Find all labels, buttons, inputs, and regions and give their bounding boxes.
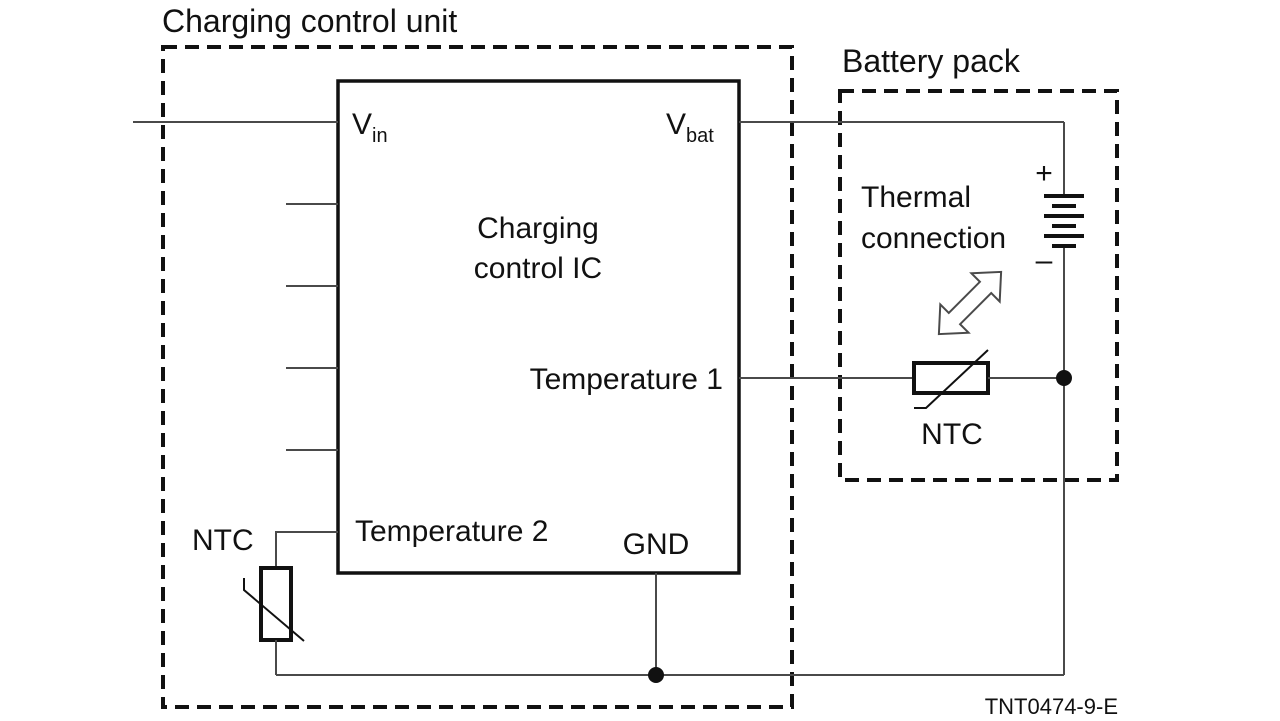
ic-label-line1: Charging [477, 212, 599, 245]
thermal-connection-line1: Thermal [861, 181, 971, 214]
ntc-thermistor-unit-icon [243, 566, 305, 642]
battery-symbol [1044, 194, 1084, 248]
vin-label-sub: in [372, 125, 388, 147]
battery-pack-boundary [838, 89, 1119, 482]
temperature2-wire [275, 531, 338, 568]
gnd-label: GND [623, 528, 690, 561]
junction-dot [648, 667, 664, 683]
vbat-label: Vbat [666, 108, 714, 147]
thermal-connection-line2: connection [861, 222, 1006, 255]
junction-dot [1056, 370, 1072, 386]
battery-minus-sign: – [1036, 244, 1053, 277]
temperature1-label: Temperature 1 [530, 363, 723, 396]
vbat-label-main: V [666, 108, 686, 141]
battery-plus-sign: + [1035, 157, 1053, 190]
vbat-label-sub: bat [686, 125, 714, 147]
charging-control-unit-boundary [161, 45, 794, 709]
ic-label-line2: control IC [474, 252, 602, 285]
ntc-pack-label: NTC [921, 418, 983, 451]
battery-pack-label: Battery pack [842, 43, 1021, 79]
charging-control-unit-label: Charging control unit [162, 3, 457, 39]
ntc-unit-label: NTC [192, 524, 254, 557]
ntc-thermistor-pack-icon [912, 349, 990, 409]
vin-label: Vin [352, 108, 388, 147]
vin-label-main: V [352, 108, 372, 141]
temperature2-label: Temperature 2 [355, 515, 548, 548]
charging-control-ic-box [336, 79, 741, 575]
figure-code: TNT0474-9-E [985, 694, 1118, 719]
double-arrow-icon [937, 270, 1003, 336]
